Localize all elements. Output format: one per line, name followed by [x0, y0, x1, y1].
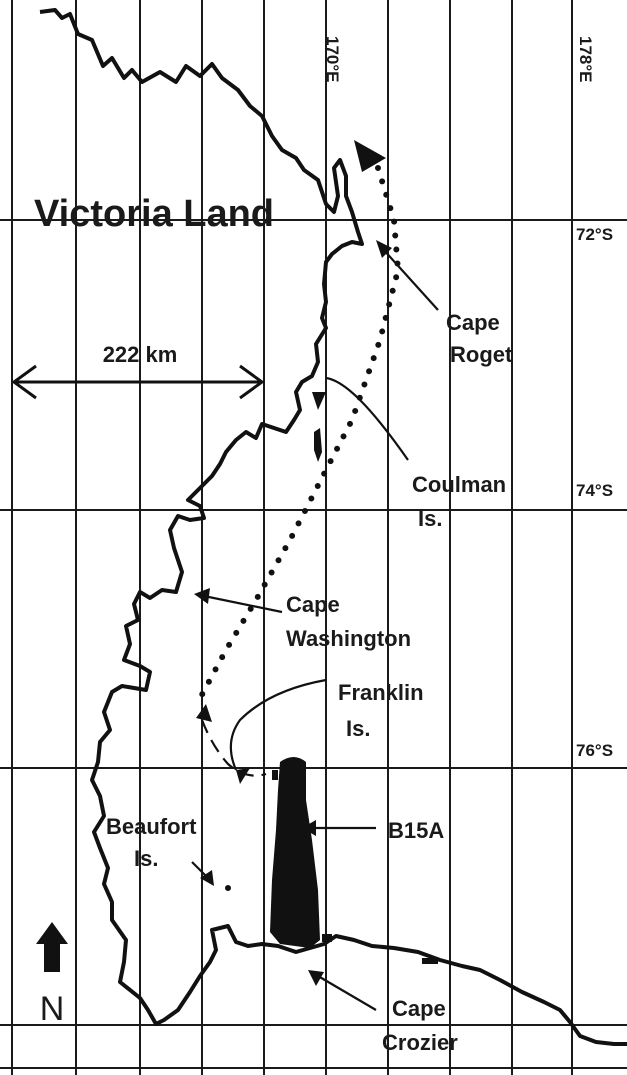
track-arrowhead-coulman — [312, 392, 326, 410]
region-label: Victoria Land — [34, 193, 274, 235]
track-arrowhead-franklin — [236, 768, 250, 784]
svg-text:Is.: Is. — [418, 506, 442, 531]
label-coulman: Coulman Is. — [412, 472, 506, 531]
beaufort-island — [225, 885, 231, 891]
coulman-island — [314, 428, 322, 462]
annotation-arrows — [191, 240, 439, 1011]
scale-bar-label: 222 km — [103, 342, 178, 367]
svg-text:Cape: Cape — [392, 996, 446, 1021]
b15a-iceberg — [270, 757, 320, 948]
label-cape-roget: Cape Roget — [446, 310, 513, 367]
label-b15a: B15A — [388, 818, 444, 843]
longitude-label-178e: 178°E — [576, 36, 595, 83]
track-arrowhead-start — [354, 140, 386, 172]
svg-text:Franklin: Franklin — [338, 680, 424, 705]
north-arrow: N — [36, 922, 68, 1028]
scale-bar: 222 km — [11, 342, 265, 400]
north-label: N — [40, 990, 65, 1028]
iceberg-track-dashed — [200, 719, 267, 777]
iceberg-track-dotted — [195, 165, 402, 705]
svg-text:Cape: Cape — [446, 310, 500, 335]
svg-text:Crozier: Crozier — [382, 1030, 458, 1055]
coastline — [39, 8, 627, 1046]
franklin-island — [272, 770, 278, 780]
label-cape-crozier: Cape Crozier — [382, 996, 458, 1055]
longitude-label-170e: 170°E — [323, 36, 342, 83]
svg-text:Roget: Roget — [450, 342, 513, 367]
svg-text:Is.: Is. — [346, 716, 370, 741]
label-beaufort: Beaufort Is. — [106, 814, 197, 871]
latitude-label-72s: 72°S — [576, 225, 613, 244]
svg-text:Coulman: Coulman — [412, 472, 506, 497]
label-franklin: Franklin Is. — [338, 680, 424, 741]
svg-text:Is.: Is. — [134, 846, 158, 871]
latitude-label-74s: 74°S — [576, 481, 613, 500]
coast-patch — [422, 958, 438, 964]
svg-text:Beaufort: Beaufort — [106, 814, 197, 839]
label-cape-washington: Cape Washington — [286, 592, 411, 651]
latitude-label-76s: 76°S — [576, 741, 613, 760]
svg-text:Cape: Cape — [286, 592, 340, 617]
svg-text:Washington: Washington — [286, 626, 411, 651]
track-arrowhead-north — [196, 704, 212, 722]
crozier-knob — [322, 934, 332, 942]
